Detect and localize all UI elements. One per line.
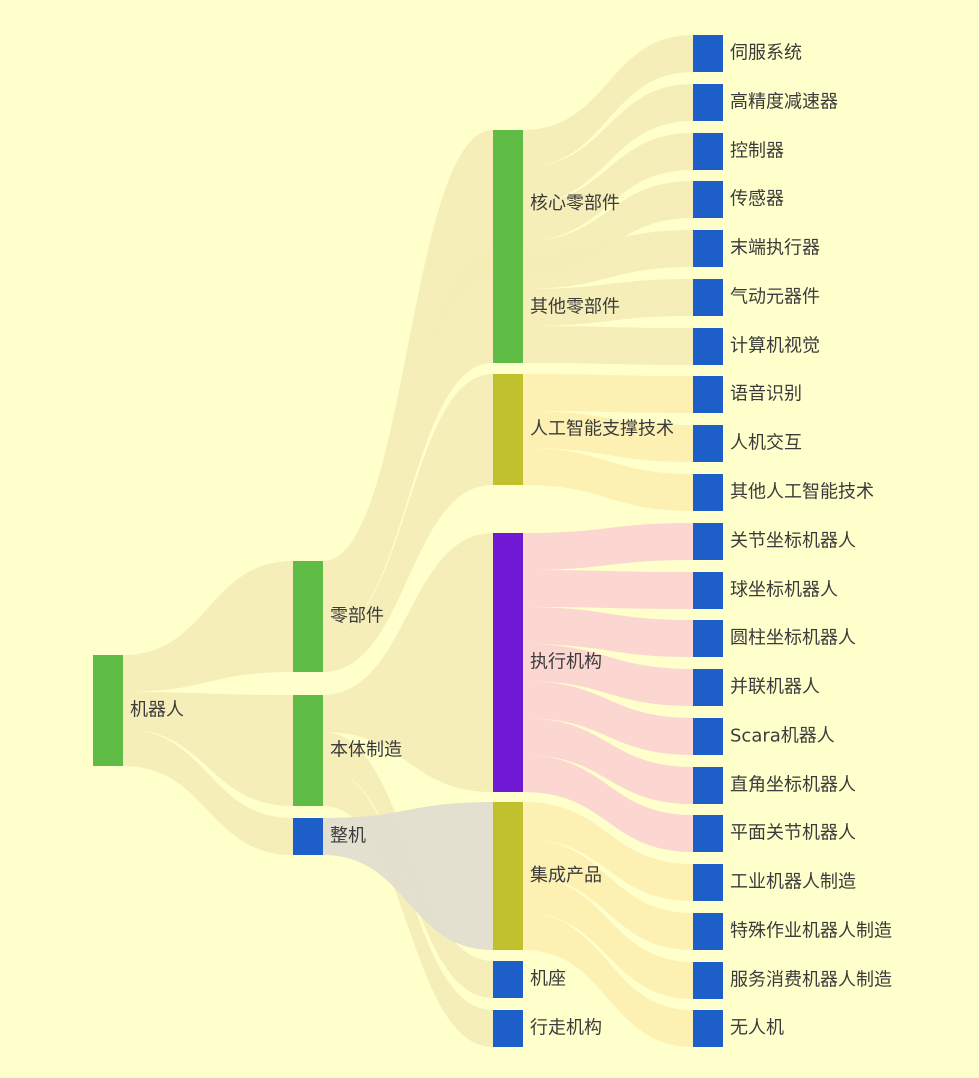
node-cartesian[interactable]	[693, 767, 723, 804]
node-robot[interactable]	[93, 655, 123, 766]
node-label-vision: 计算机视觉	[730, 336, 820, 357]
node-label-integrated: 集成产品	[530, 865, 602, 886]
link-core-reducer	[523, 84, 693, 204]
node-scara[interactable]	[693, 718, 723, 755]
node-controller[interactable]	[693, 133, 723, 170]
node-label-sphere: 球坐标机器人	[730, 580, 838, 601]
node-vision[interactable]	[693, 328, 723, 365]
link-other_parts-effector	[523, 230, 693, 289]
node-cylinder[interactable]	[693, 620, 723, 657]
node-label-ai: 人工智能支撑技术	[530, 419, 674, 440]
node-speech[interactable]	[693, 376, 723, 413]
node-exec[interactable]	[493, 533, 523, 792]
node-label-base: 机座	[530, 969, 566, 990]
node-special[interactable]	[693, 913, 723, 950]
link-ai-other_ai	[523, 448, 693, 511]
link-robot-whole	[123, 729, 293, 855]
link-parts-core	[323, 130, 493, 598]
link-core-servo	[523, 35, 693, 167]
node-label-parts: 零部件	[330, 606, 384, 627]
link-integrated-special	[523, 839, 693, 950]
node-label-body: 本体制造	[330, 740, 402, 761]
node-label-core: 核心零部件	[530, 193, 620, 214]
link-robot-body	[123, 692, 293, 806]
node-base[interactable]	[493, 961, 523, 998]
node-label-other_parts: 其他零部件	[530, 297, 620, 318]
node-label-parallel: 并联机器人	[730, 677, 820, 698]
node-label-planar: 平面关节机器人	[730, 823, 856, 844]
node-label-sensor: 传感器	[730, 189, 784, 210]
link-exec-parallel	[523, 644, 693, 706]
node-label-special: 特殊作业机器人制造	[730, 921, 892, 942]
node-planar[interactable]	[693, 815, 723, 852]
node-label-walking: 行走机构	[530, 1018, 602, 1039]
node-label-whole: 整机	[330, 826, 366, 847]
node-label-robot: 机器人	[130, 700, 184, 721]
link-exec-cartesian	[523, 718, 693, 804]
node-label-scara: Scara机器人	[730, 726, 835, 747]
link-whole-integrated	[323, 802, 493, 950]
sankey-nodes	[93, 35, 723, 1047]
link-ai-hci	[523, 411, 693, 462]
node-servo[interactable]	[693, 35, 723, 72]
node-label-exec: 执行机构	[530, 652, 602, 673]
node-other_parts[interactable]	[493, 252, 523, 363]
node-effector[interactable]	[693, 230, 723, 267]
link-parts-other_parts	[323, 252, 493, 635]
node-integrated[interactable]	[493, 802, 523, 950]
node-label-drone: 无人机	[730, 1018, 784, 1039]
link-integrated-industrial	[523, 802, 693, 901]
link-core-controller	[523, 133, 693, 241]
link-parts-ai	[323, 374, 493, 672]
node-label-hci: 人机交互	[730, 433, 802, 454]
node-joint[interactable]	[693, 523, 723, 560]
link-exec-scara	[523, 681, 693, 755]
sankey-links	[123, 35, 693, 1047]
node-label-pneumatic: 气动元器件	[730, 287, 820, 308]
node-parts[interactable]	[293, 561, 323, 672]
node-label-controller: 控制器	[730, 141, 784, 162]
node-other_ai[interactable]	[693, 474, 723, 511]
node-service[interactable]	[693, 962, 723, 999]
node-hci[interactable]	[693, 425, 723, 462]
node-label-servo: 伺服系统	[730, 43, 802, 64]
node-industrial[interactable]	[693, 864, 723, 901]
link-exec-joint	[523, 523, 693, 570]
link-ai-speech	[523, 374, 693, 413]
link-body-exec	[323, 533, 493, 792]
node-sphere[interactable]	[693, 572, 723, 609]
link-exec-sphere	[523, 570, 693, 609]
link-exec-cylinder	[523, 607, 693, 657]
node-whole[interactable]	[293, 818, 323, 855]
link-integrated-drone	[523, 913, 693, 1047]
node-label-joint: 关节坐标机器人	[730, 531, 856, 552]
node-ai[interactable]	[493, 374, 523, 485]
link-other_parts-vision	[523, 326, 693, 365]
node-label-service: 服务消费机器人制造	[730, 970, 892, 991]
link-body-walking	[323, 769, 493, 1047]
node-sensor[interactable]	[693, 181, 723, 218]
node-label-effector: 末端执行器	[730, 238, 820, 259]
link-other_parts-pneumatic	[523, 279, 693, 326]
node-label-cartesian: 直角坐标机器人	[730, 775, 856, 796]
node-parallel[interactable]	[693, 669, 723, 706]
node-drone[interactable]	[693, 1010, 723, 1047]
node-body[interactable]	[293, 695, 323, 806]
link-exec-planar	[523, 755, 693, 852]
node-label-other_ai: 其他人工智能技术	[730, 482, 874, 503]
node-label-industrial: 工业机器人制造	[730, 872, 856, 893]
node-walking[interactable]	[493, 1010, 523, 1047]
node-label-cylinder: 圆柱坐标机器人	[730, 628, 856, 649]
node-pneumatic[interactable]	[693, 279, 723, 316]
link-integrated-service	[523, 876, 693, 999]
link-robot-parts	[123, 561, 293, 692]
node-label-reducer: 高精度减速器	[730, 92, 838, 113]
node-label-speech: 语音识别	[730, 384, 802, 405]
node-reducer[interactable]	[693, 84, 723, 121]
